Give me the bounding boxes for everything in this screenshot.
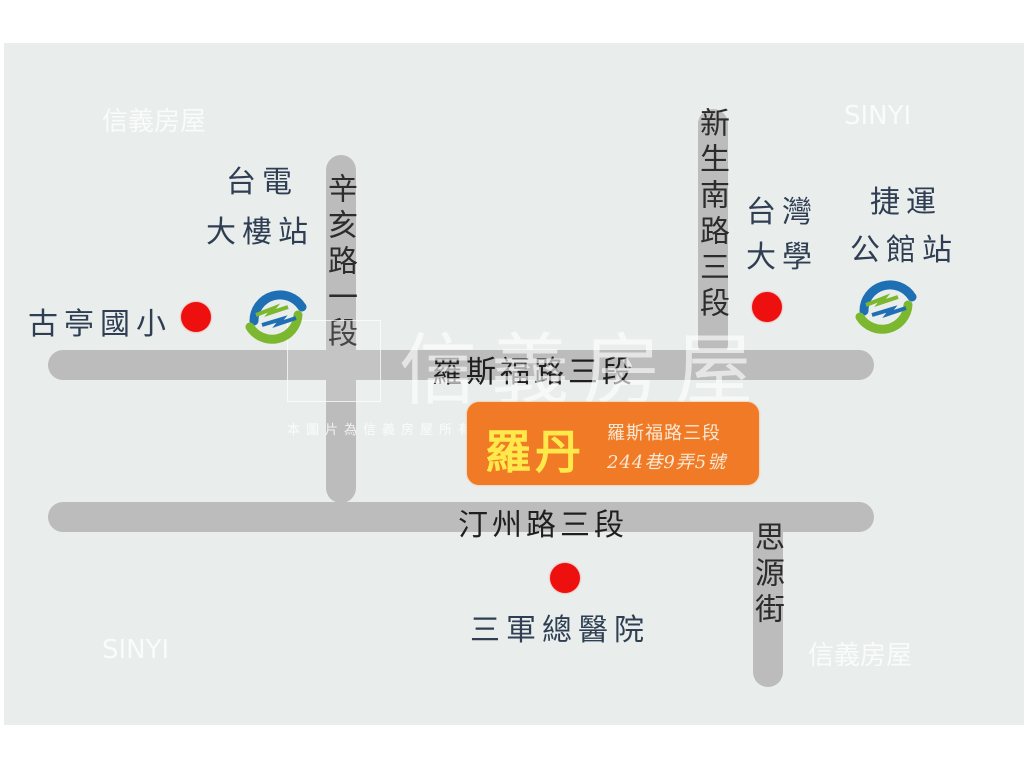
road-siyuan (753, 515, 783, 687)
watermark-brand-en-bottom: SINYI (102, 635, 170, 665)
road-label-tingzhou: 汀州路三段 (458, 508, 628, 543)
landmark-label-tsgh: 三軍總醫院 (470, 613, 650, 648)
watermark-brand-large: 信義房屋 (399, 326, 768, 416)
landmark-label-ntu-line2: 大學 (746, 240, 818, 275)
road-label-xinhai: 辛亥路一段 (322, 173, 357, 353)
target-address-line2: 244巷9弄5號 (607, 452, 727, 473)
road-tingzhou (48, 502, 874, 532)
target-address-line1: 羅斯福路三段 (607, 423, 721, 444)
mrt-label-taipower-line1: 台電 (226, 165, 298, 200)
road-roosevelt (48, 350, 874, 380)
landmark-label-ntu-line1: 台灣 (746, 195, 818, 230)
road-xinsheng (698, 109, 728, 359)
mrt-label-gongguan-line2: 公館站 (850, 233, 958, 268)
target-property-marker[interactable]: 羅丹 羅斯福路三段 244巷9弄5號 (467, 402, 759, 485)
road-xinhai (326, 155, 356, 503)
mrt-station-icon-taipower (245, 290, 307, 344)
mrt-label-taipower-line2: 大樓站 (206, 215, 314, 250)
watermark-brand-zh-top: 信義房屋 (102, 107, 207, 137)
poi-dot-guting-elementary (181, 302, 211, 332)
landmark-label-guting-elementary: 古亭國小 (28, 307, 172, 342)
target-property-name: 羅丹 (485, 425, 585, 479)
map-canvas: 羅斯福路三段 汀州路三段 辛亥路一段 新生南路三段 思源街 信義房屋 SINYI… (4, 43, 1024, 725)
poi-dot-ntu (752, 292, 782, 322)
road-label-siyuan: 思源街 (749, 521, 784, 629)
mrt-label-gongguan-line1: 捷運 (870, 185, 942, 220)
watermark-brand-zh-bottom: 信義房屋 (808, 641, 913, 671)
road-label-xinsheng: 新生南路三段 (694, 107, 729, 323)
watermark-brand-en-top: SINYI (844, 101, 912, 131)
road-label-roosevelt: 羅斯福路三段 (432, 355, 636, 390)
poi-dot-tsgh (550, 563, 580, 593)
mrt-station-icon-gongguan (855, 280, 917, 334)
watermark-logo-box (287, 320, 381, 402)
